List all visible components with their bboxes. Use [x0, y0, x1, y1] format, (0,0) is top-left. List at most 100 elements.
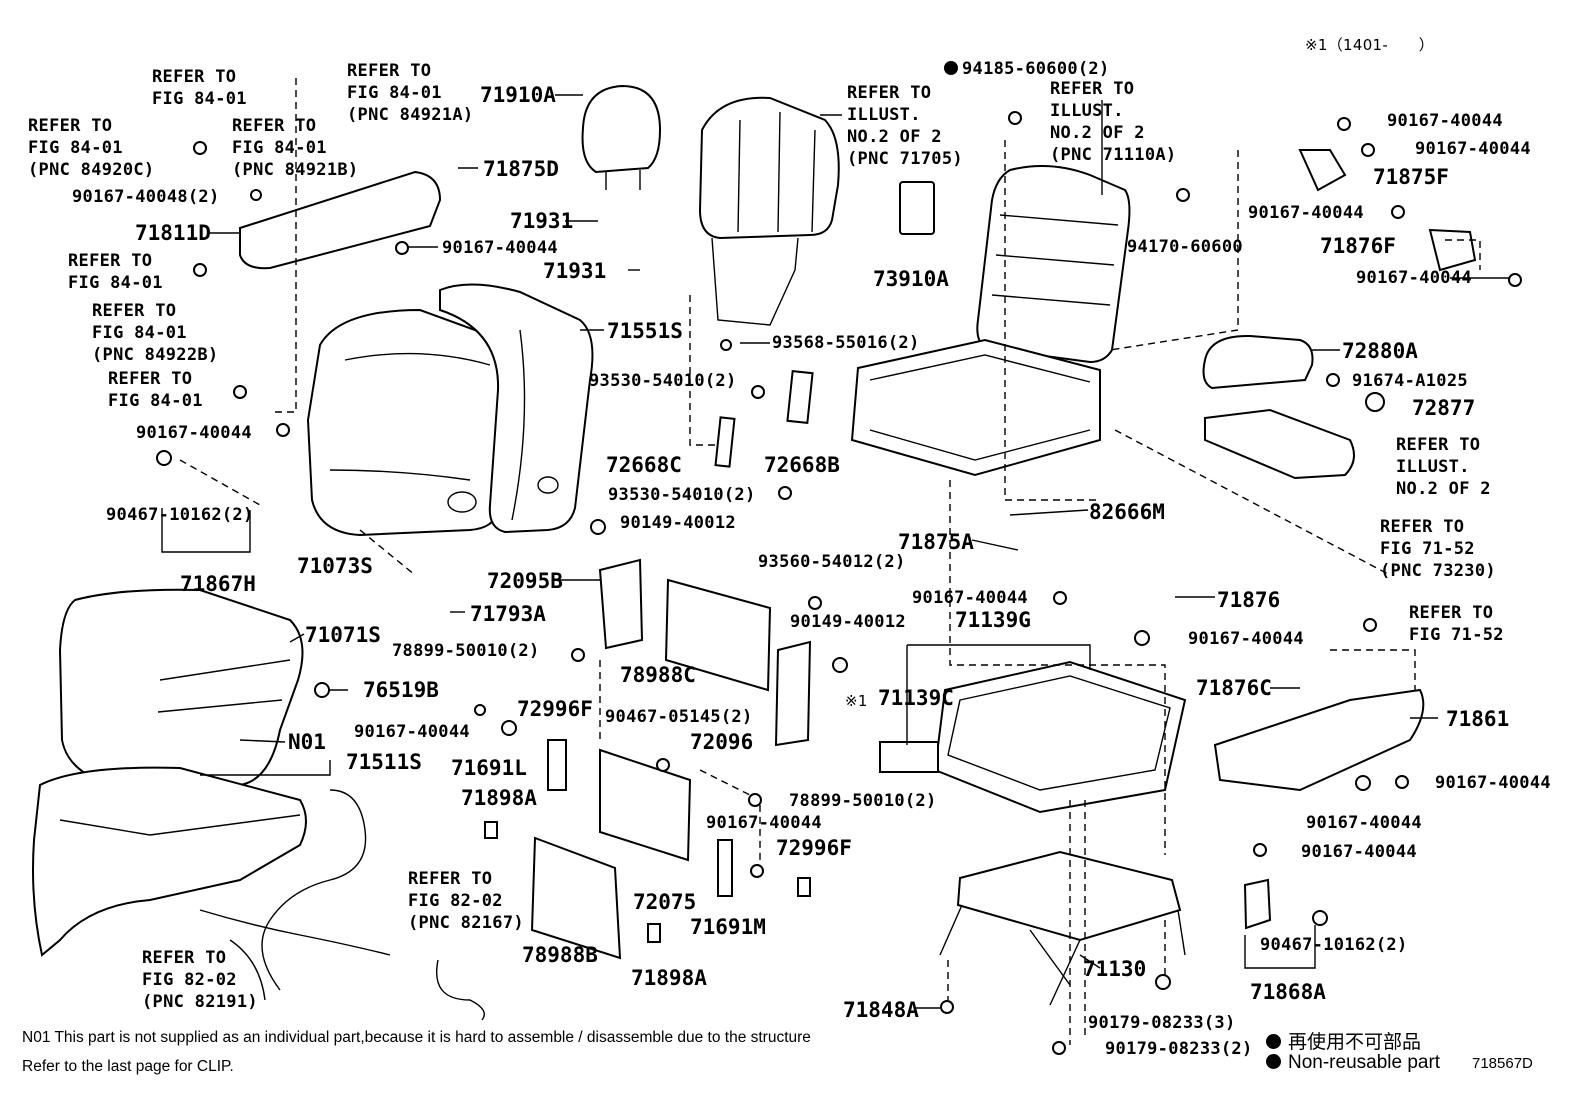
part-90167-40044-g[interactable]: 90167-40044 — [1248, 203, 1364, 223]
part-82666M[interactable]: 82666M — [1089, 500, 1165, 524]
part-72096[interactable]: 72096 — [690, 730, 754, 754]
part-71876C[interactable]: 71876C — [1196, 676, 1272, 700]
part-90179-08233-a[interactable]: 90179-08233(3) — [1088, 1013, 1236, 1033]
part-71867H[interactable]: 71867H — [180, 572, 256, 596]
legend-jp-text: 再使用不可部品 — [1288, 1032, 1422, 1053]
part-71793A[interactable]: 71793A — [470, 602, 546, 626]
part-90167-40044-d[interactable]: 90167-40044 — [706, 813, 822, 833]
brackets-drawing — [484, 558, 812, 960]
part-90467-10162-b[interactable]: 90467-10162(2) — [1260, 935, 1408, 955]
part-90167-40044-e[interactable]: 90167-40044 — [1387, 111, 1503, 131]
refer-pnc-84921b[interactable]: REFER TO FIG 84-01 (PNC 84921B) — [232, 116, 359, 180]
seat-cushion-cover-drawing — [58, 588, 304, 792]
part-94185-60600[interactable]: 94185-60600(2) — [962, 59, 1110, 79]
refer-fig-84-01-c[interactable]: REFER TO FIG 84-01 — [108, 369, 203, 411]
part-72075[interactable]: 72075 — [633, 890, 697, 914]
part-94170-60600[interactable]: 94170-60600 — [1127, 237, 1243, 257]
part-90179-08233-b[interactable]: 90179-08233(2) — [1105, 1039, 1253, 1059]
refer-pnc-84921a[interactable]: REFER TO FIG 84-01 (PNC 84921A) — [347, 61, 474, 125]
part-72880A[interactable]: 72880A — [1342, 339, 1418, 363]
part-90167-40044-h[interactable]: 90167-40044 — [1356, 268, 1472, 288]
part-90167-40044-j[interactable]: 90167-40044 — [1188, 629, 1304, 649]
part-90167-40044-a[interactable]: 90167-40044 — [442, 238, 558, 258]
part-72668B[interactable]: 72668B — [764, 453, 840, 477]
part-71931-a[interactable]: 71931 — [510, 209, 574, 233]
part-78988B[interactable]: 78988B — [522, 943, 598, 967]
part-71875F[interactable]: 71875F — [1373, 165, 1449, 189]
part-71130[interactable]: 71130 — [1083, 957, 1147, 981]
legend-non-reusable-en: Non-reusable part — [1266, 1052, 1440, 1074]
part-90167-40044-f[interactable]: 90167-40044 — [1415, 139, 1531, 159]
part-72877[interactable]: 72877 — [1412, 396, 1476, 420]
part-90467-10162-a[interactable]: 90467-10162(2) — [106, 505, 254, 525]
seat-frame-drawing — [850, 165, 1131, 477]
legend-non-reusable-jp: 再使用不可部品 — [1266, 1027, 1421, 1054]
part-76519B[interactable]: 76519B — [363, 678, 439, 702]
seatback-cover-drawing — [306, 283, 594, 537]
part-N01[interactable]: N01 — [288, 730, 326, 754]
refer-pnc-73230[interactable]: REFER TO FIG 71-52 (PNC 73230) — [1380, 517, 1496, 581]
part-73910A[interactable]: 73910A — [873, 267, 949, 291]
part-71073S[interactable]: 71073S — [297, 554, 373, 578]
refer-pnc-71705[interactable]: REFER TO ILLUST. NO.2 OF 2 (PNC 71705) — [847, 83, 963, 169]
part-93568-55016[interactable]: 93568-55016(2) — [772, 333, 920, 353]
part-71139G[interactable]: 71139G — [955, 608, 1031, 632]
part-90149-40012-a[interactable]: 90149-40012 — [620, 513, 736, 533]
armrest-drawing — [1202, 334, 1385, 480]
part-72996F-b[interactable]: 72996F — [776, 836, 852, 860]
part-71876[interactable]: 71876 — [1217, 588, 1281, 612]
part-90167-40048[interactable]: 90167-40048(2) — [72, 187, 220, 207]
part-71848A[interactable]: 71848A — [843, 998, 919, 1022]
part-71868A[interactable]: 71868A — [1250, 980, 1326, 1004]
part-93560-54012[interactable]: 93560-54012(2) — [758, 552, 906, 572]
part-72095B[interactable]: 72095B — [487, 569, 563, 593]
part-93530-54010-b[interactable]: 93530-54010(2) — [608, 485, 756, 505]
part-71910A[interactable]: 71910A — [480, 83, 556, 107]
wire-harness-drawing — [199, 789, 485, 1021]
part-78899-50010-a[interactable]: 78899-50010(2) — [392, 641, 540, 661]
part-71898A-b[interactable]: 71898A — [631, 966, 707, 990]
refer-illust-2[interactable]: REFER TO ILLUST. NO.2 OF 2 — [1396, 435, 1491, 499]
part-78988C[interactable]: 78988C — [620, 663, 696, 687]
refer-pnc-82191[interactable]: REFER TO FIG 82-02 (PNC 82191) — [142, 948, 258, 1012]
part-71811D[interactable]: 71811D — [135, 221, 211, 245]
part-71931-b[interactable]: 71931 — [543, 259, 607, 283]
refer-pnc-84920c[interactable]: REFER TO FIG 84-01 (PNC 84920C) — [28, 116, 155, 180]
part-71511S[interactable]: 71511S — [346, 750, 422, 774]
part-71691L[interactable]: 71691L — [451, 756, 527, 780]
part-71898A-a[interactable]: 71898A — [461, 786, 537, 810]
non-reusable-dot-icon — [1266, 1054, 1281, 1069]
part-90467-05145[interactable]: 90467-05145(2) — [605, 707, 753, 727]
part-72668C[interactable]: 72668C — [606, 453, 682, 477]
part-78899-50010-b[interactable]: 78899-50010(2) — [789, 791, 937, 811]
part-90167-40044-m[interactable]: 90167-40044 — [1301, 842, 1417, 862]
refer-pnc-84922b[interactable]: REFER TO FIG 84-01 (PNC 84922B) — [92, 301, 219, 365]
part-90167-40044-l[interactable]: 90167-40044 — [1306, 813, 1422, 833]
part-71139C-mark: ※1 — [845, 692, 868, 710]
refer-fig-84-01-clip[interactable]: REFER TO FIG 84-01 — [152, 67, 247, 109]
refer-pnc-82167[interactable]: REFER TO FIG 82-02 (PNC 82167) — [408, 869, 524, 933]
part-71071S[interactable]: 71071S — [305, 623, 381, 647]
part-91674-A1025[interactable]: 91674-A1025 — [1352, 371, 1468, 391]
part-71875D[interactable]: 71875D — [483, 157, 559, 181]
part-90167-40044-b[interactable]: 90167-40044 — [136, 423, 252, 443]
refer-pnc-71110a[interactable]: REFER TO ILLUST. NO.2 OF 2 (PNC 71110A) — [1050, 79, 1177, 165]
part-71875A[interactable]: 71875A — [898, 530, 974, 554]
part-90167-40044-i[interactable]: 90167-40044 — [912, 588, 1028, 608]
part-90149-40012-b[interactable]: 90149-40012 — [790, 612, 906, 632]
part-93530-54010-a[interactable]: 93530-54010(2) — [589, 371, 737, 391]
seatback-pad-drawing — [698, 96, 840, 326]
part-71861[interactable]: 71861 — [1446, 707, 1510, 731]
lower-cushion-frame-drawing — [879, 660, 1187, 814]
part-71551S[interactable]: 71551S — [607, 319, 683, 343]
part-90167-40044-k[interactable]: 90167-40044 — [1435, 773, 1551, 793]
part-71691M[interactable]: 71691M — [690, 915, 766, 939]
footnote-n01: N01 This part is not supplied as an indi… — [22, 1029, 811, 1046]
refer-fig-71-52[interactable]: REFER TO FIG 71-52 — [1409, 603, 1504, 645]
part-71876F[interactable]: 71876F — [1320, 234, 1396, 258]
headrest-drawing — [581, 84, 662, 190]
part-72996F-a[interactable]: 72996F — [517, 697, 593, 721]
refer-fig-84-01-b[interactable]: REFER TO FIG 84-01 — [68, 251, 163, 293]
part-90167-40044-c[interactable]: 90167-40044 — [354, 722, 470, 742]
part-71139C[interactable]: 71139C — [878, 686, 954, 710]
